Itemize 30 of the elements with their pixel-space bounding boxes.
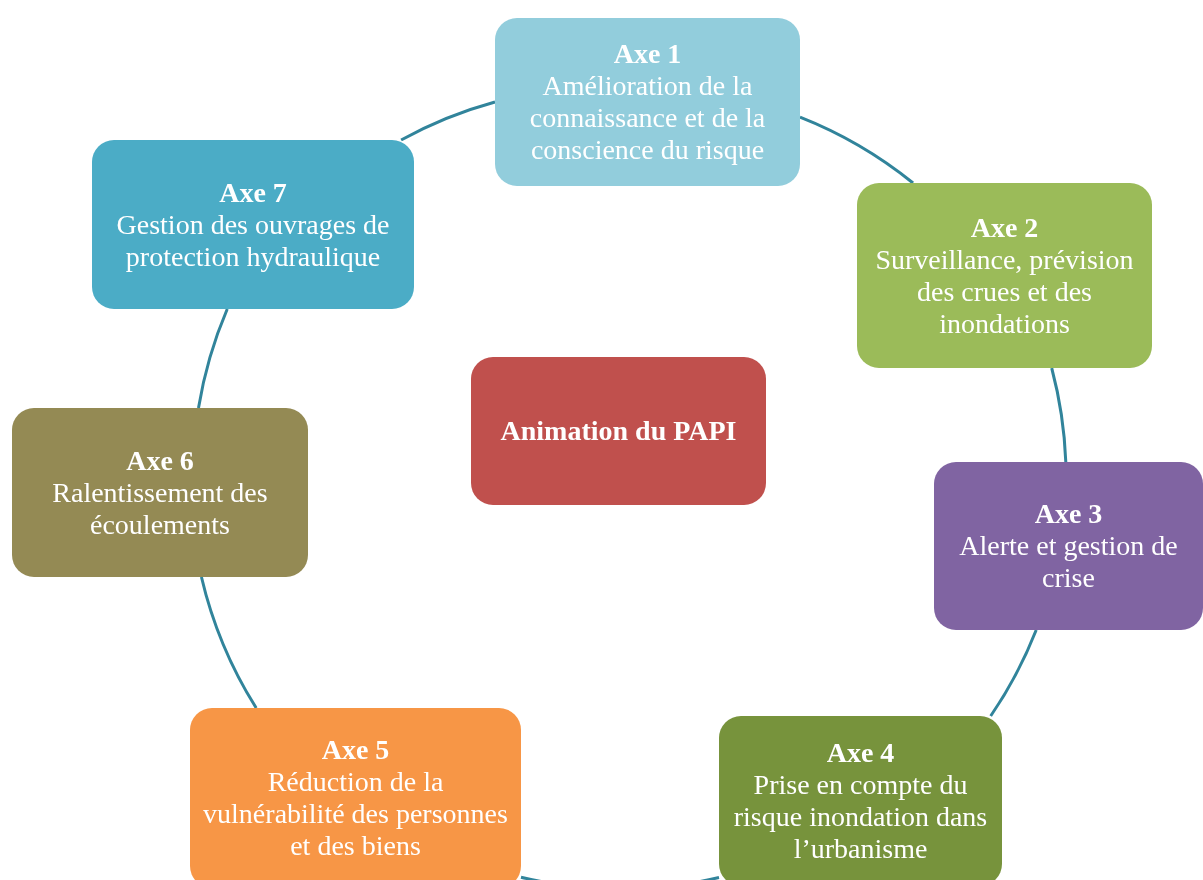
theme-box	[495, 18, 800, 186]
box-heading: Axe 5	[321, 734, 390, 766]
box-heading: Axe 4	[826, 737, 895, 769]
theme-box	[719, 716, 1002, 880]
box-text: Alerte et gestion de crise	[958, 530, 1179, 594]
connector-arc	[799, 115, 914, 185]
theme-box	[92, 140, 414, 309]
connector-arc	[520, 875, 720, 880]
connector-arc	[989, 629, 1038, 717]
box-heading: Axe 3	[1034, 498, 1103, 530]
theme-box	[857, 183, 1152, 368]
connector-arc	[197, 308, 229, 409]
box-heading: Axe 1	[613, 38, 682, 70]
central-box	[471, 357, 766, 505]
connector-arc	[200, 576, 258, 709]
connector-arc	[400, 100, 496, 142]
box-text: Animation du PAPI	[500, 415, 737, 447]
box-heading: Axe 6	[126, 444, 194, 477]
box-text: Ralentissement des écoulements	[51, 476, 269, 541]
box-text: Amélioration de la connaissance et de la conscience du risque	[528, 70, 767, 166]
theme-box	[12, 408, 308, 577]
connector-arc	[1050, 367, 1068, 463]
box-text: Surveillance, prévision des crues et des inondations	[874, 243, 1135, 340]
box-text: Gestion des ouvrages de protection hydraulique	[115, 208, 391, 273]
box-text: Prise en compte du risque inondation dans l’urbanisme	[732, 769, 989, 865]
box-heading: Axe 7	[219, 176, 287, 209]
theme-box	[190, 708, 521, 880]
theme-box	[934, 462, 1203, 630]
box-text: Réduction de la vulnérabilité des personnes et des biens	[202, 766, 509, 862]
box-heading: Axe 2	[970, 211, 1039, 244]
